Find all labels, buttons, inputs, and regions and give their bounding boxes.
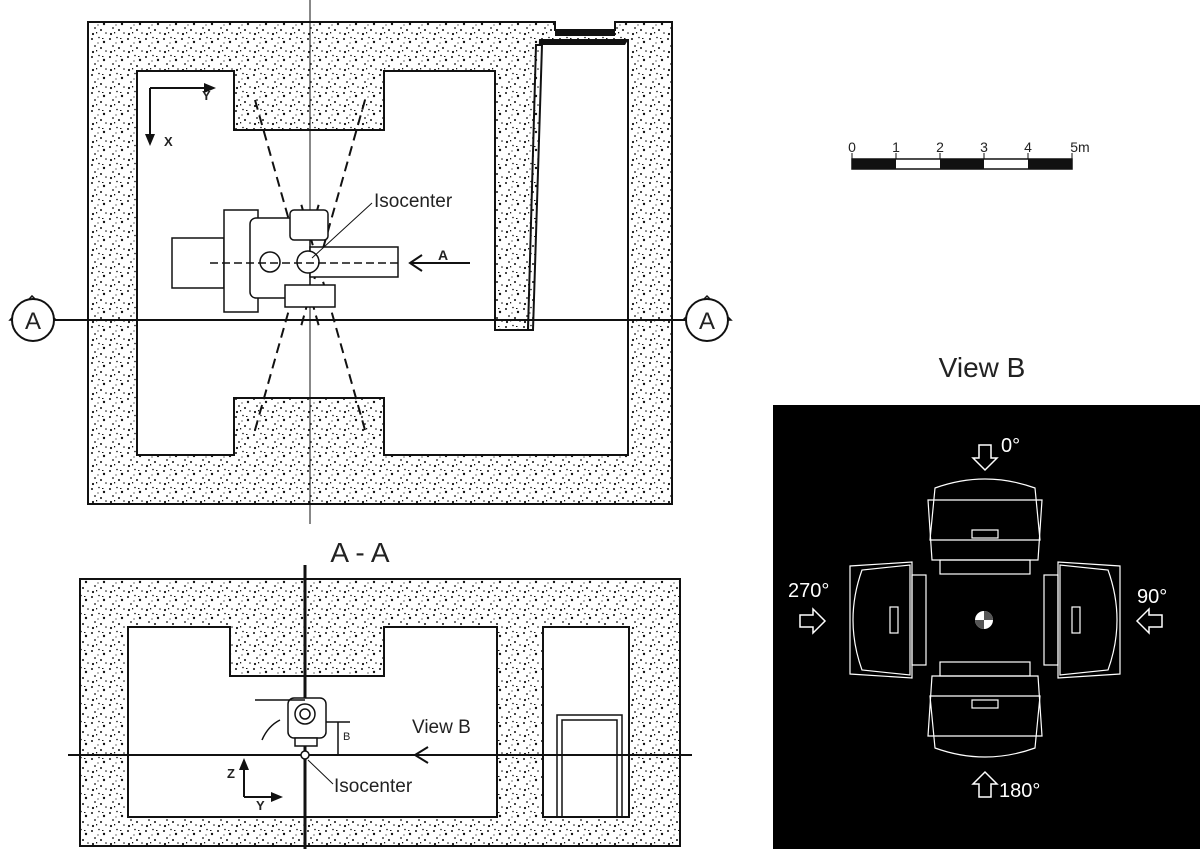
section-view: A - A B View B Isocenter xyxy=(68,537,692,849)
svg-text:Y: Y xyxy=(202,88,211,103)
view-b-arrow xyxy=(413,746,478,764)
scale-tick-3: 3 xyxy=(980,139,988,155)
arrow-90-deg xyxy=(1135,607,1163,635)
scale-tick-2: 2 xyxy=(936,139,944,155)
svg-text:Y: Y xyxy=(256,798,265,813)
section-axes: Z Y xyxy=(227,758,283,813)
section-isocenter-label: Isocenter xyxy=(334,776,413,797)
isocenter-leader xyxy=(311,202,373,259)
arrow-270-deg xyxy=(799,607,827,635)
svg-text:X: X xyxy=(164,134,173,149)
gantry-positions xyxy=(849,478,1121,758)
angle-180-label: 180° xyxy=(999,780,1040,802)
couch-marker: B xyxy=(343,731,350,743)
angle-270-label: 270° xyxy=(788,580,829,602)
arrow-180-deg xyxy=(971,770,999,798)
linac-machine xyxy=(171,209,399,313)
section-door xyxy=(556,714,623,818)
section-view-b-label: View B xyxy=(412,717,471,738)
svg-text:A: A xyxy=(438,247,448,263)
view-b-isocenter-icon xyxy=(975,611,993,629)
section-title: A - A xyxy=(330,537,389,568)
plan-maze-slab xyxy=(495,44,544,331)
scale-tick-1: 1 xyxy=(892,139,900,155)
angle-90-label: 90° xyxy=(1137,586,1167,608)
plan-maze-wall xyxy=(540,40,628,45)
plan-axes: Y X xyxy=(145,83,216,149)
scale-tick-5: 5m xyxy=(1070,139,1089,155)
arrow-0-deg xyxy=(971,444,999,472)
scale-bar: 0 1 2 3 4 5m xyxy=(848,139,1090,170)
view-b-title: View B xyxy=(939,352,1026,383)
svg-text:Z: Z xyxy=(227,766,235,781)
scale-tick-4: 4 xyxy=(1024,139,1032,155)
scale-tick-0: 0 xyxy=(848,139,856,155)
angle-0-label: 0° xyxy=(1001,435,1020,457)
svg-text:A: A xyxy=(25,308,41,335)
plan-isocenter-label: Isocenter xyxy=(374,191,453,212)
beam-arrow-a: A xyxy=(408,247,470,272)
svg-text:A: A xyxy=(699,308,715,335)
section-isocenter-leader xyxy=(307,759,334,785)
plan-door-frame xyxy=(555,30,615,36)
section-marker-left: A xyxy=(8,294,58,342)
section-marker-right: A xyxy=(681,294,733,342)
section-machine xyxy=(255,697,350,760)
plan-view: A A Y X xyxy=(8,0,733,524)
view-b-panel: View B xyxy=(773,352,1200,849)
section-maze-room xyxy=(542,626,630,818)
